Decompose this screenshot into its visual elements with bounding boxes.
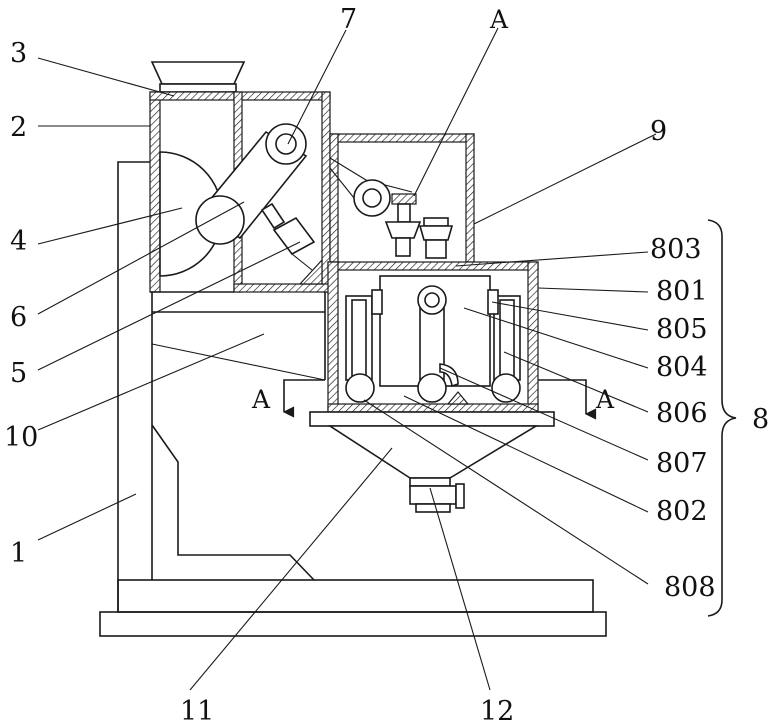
label-9: 9 (650, 116, 667, 147)
label-10: 10 (4, 422, 38, 453)
group-brace (708, 220, 736, 616)
roller-left (346, 374, 374, 402)
label-803: 803 (650, 234, 702, 265)
label-804: 804 (656, 352, 708, 383)
discharge-valve (410, 484, 464, 512)
label-section-right: A (595, 385, 615, 414)
label-806: 806 (656, 398, 708, 429)
label-808: 808 (664, 572, 716, 603)
label-1: 1 (10, 538, 27, 569)
label-5: 5 (10, 358, 27, 389)
label-2: 2 (10, 112, 27, 143)
bevel-gear-right (420, 226, 452, 240)
label-805: 805 (656, 314, 708, 345)
screening-box (328, 262, 538, 412)
label-8: 8 (752, 404, 769, 435)
discharge-funnel (310, 412, 554, 486)
section-mark-left (284, 380, 325, 412)
label-4: 4 (10, 226, 27, 257)
feed-hopper (152, 62, 244, 92)
label-802: 802 (656, 496, 708, 527)
label-7: 7 (340, 4, 357, 35)
label-12: 12 (480, 696, 514, 727)
label-section-top: A (489, 5, 509, 34)
roller-right (492, 374, 520, 402)
label-11: 11 (180, 696, 214, 727)
label-807: 807 (656, 448, 708, 479)
roller-center (418, 374, 446, 402)
label-section-left: A (251, 385, 271, 414)
arm-end-roller (196, 196, 244, 244)
label-6: 6 (10, 302, 27, 333)
label-801: 801 (656, 276, 708, 307)
base-plate (100, 580, 606, 636)
pivot-shaft (276, 134, 296, 154)
label-3: 3 (10, 38, 27, 69)
crushing-arm-assembly (196, 124, 314, 270)
section-mark-right (538, 380, 586, 414)
bevel-gear-left (386, 222, 420, 238)
drive-box (330, 134, 474, 262)
